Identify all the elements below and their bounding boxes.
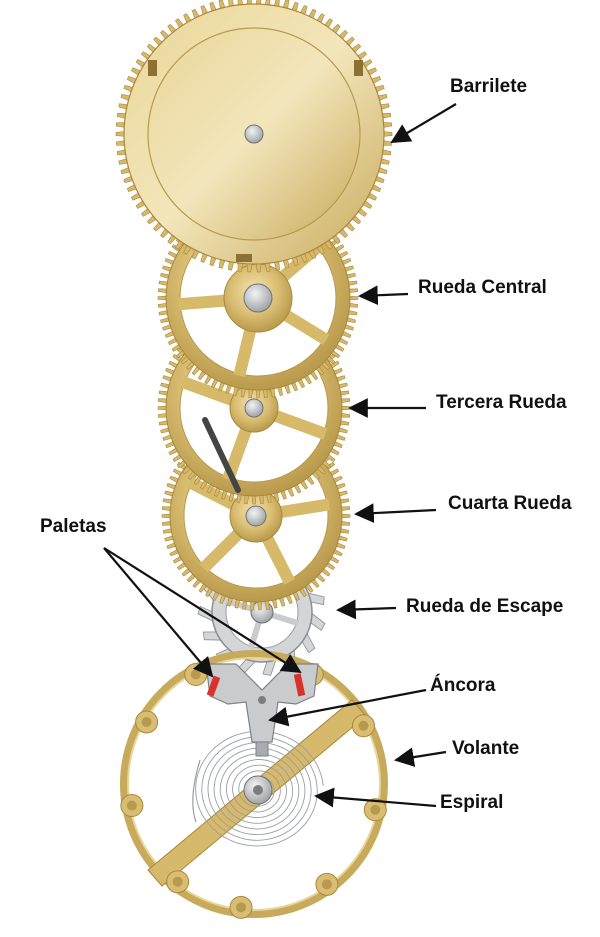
label-cuarta-rueda: Cuarta Rueda <box>448 493 572 514</box>
arrow-espiral <box>314 787 437 808</box>
pallet-left <box>206 675 221 697</box>
arrow-cuarta-rueda <box>354 503 437 523</box>
arrow-ancora <box>268 688 427 727</box>
label-tercera-rueda: Tercera Rueda <box>436 392 567 413</box>
arrow-barrilete <box>390 103 457 144</box>
arrow-paletas-left <box>103 547 214 678</box>
arrow-rueda-escape <box>336 599 397 620</box>
hairspring <box>195 730 324 847</box>
label-ancora: Áncora <box>430 675 496 696</box>
arrow-paletas-right <box>103 547 302 674</box>
pallet-right <box>293 673 306 697</box>
barrel <box>115 0 393 273</box>
label-volante: Volante <box>452 738 520 759</box>
label-espiral: Espiral <box>440 792 504 813</box>
label-barrilete: Barrilete <box>450 76 528 97</box>
label-rueda-escape: Rueda de Escape <box>406 596 564 617</box>
label-rueda-central: Rueda Central <box>418 277 547 298</box>
arrow-rueda-central <box>358 285 409 306</box>
pallet-fork <box>205 663 319 757</box>
label-paletas: Paletas <box>40 516 107 537</box>
arrow-volante <box>394 747 447 767</box>
pointer-arrows <box>103 103 457 808</box>
